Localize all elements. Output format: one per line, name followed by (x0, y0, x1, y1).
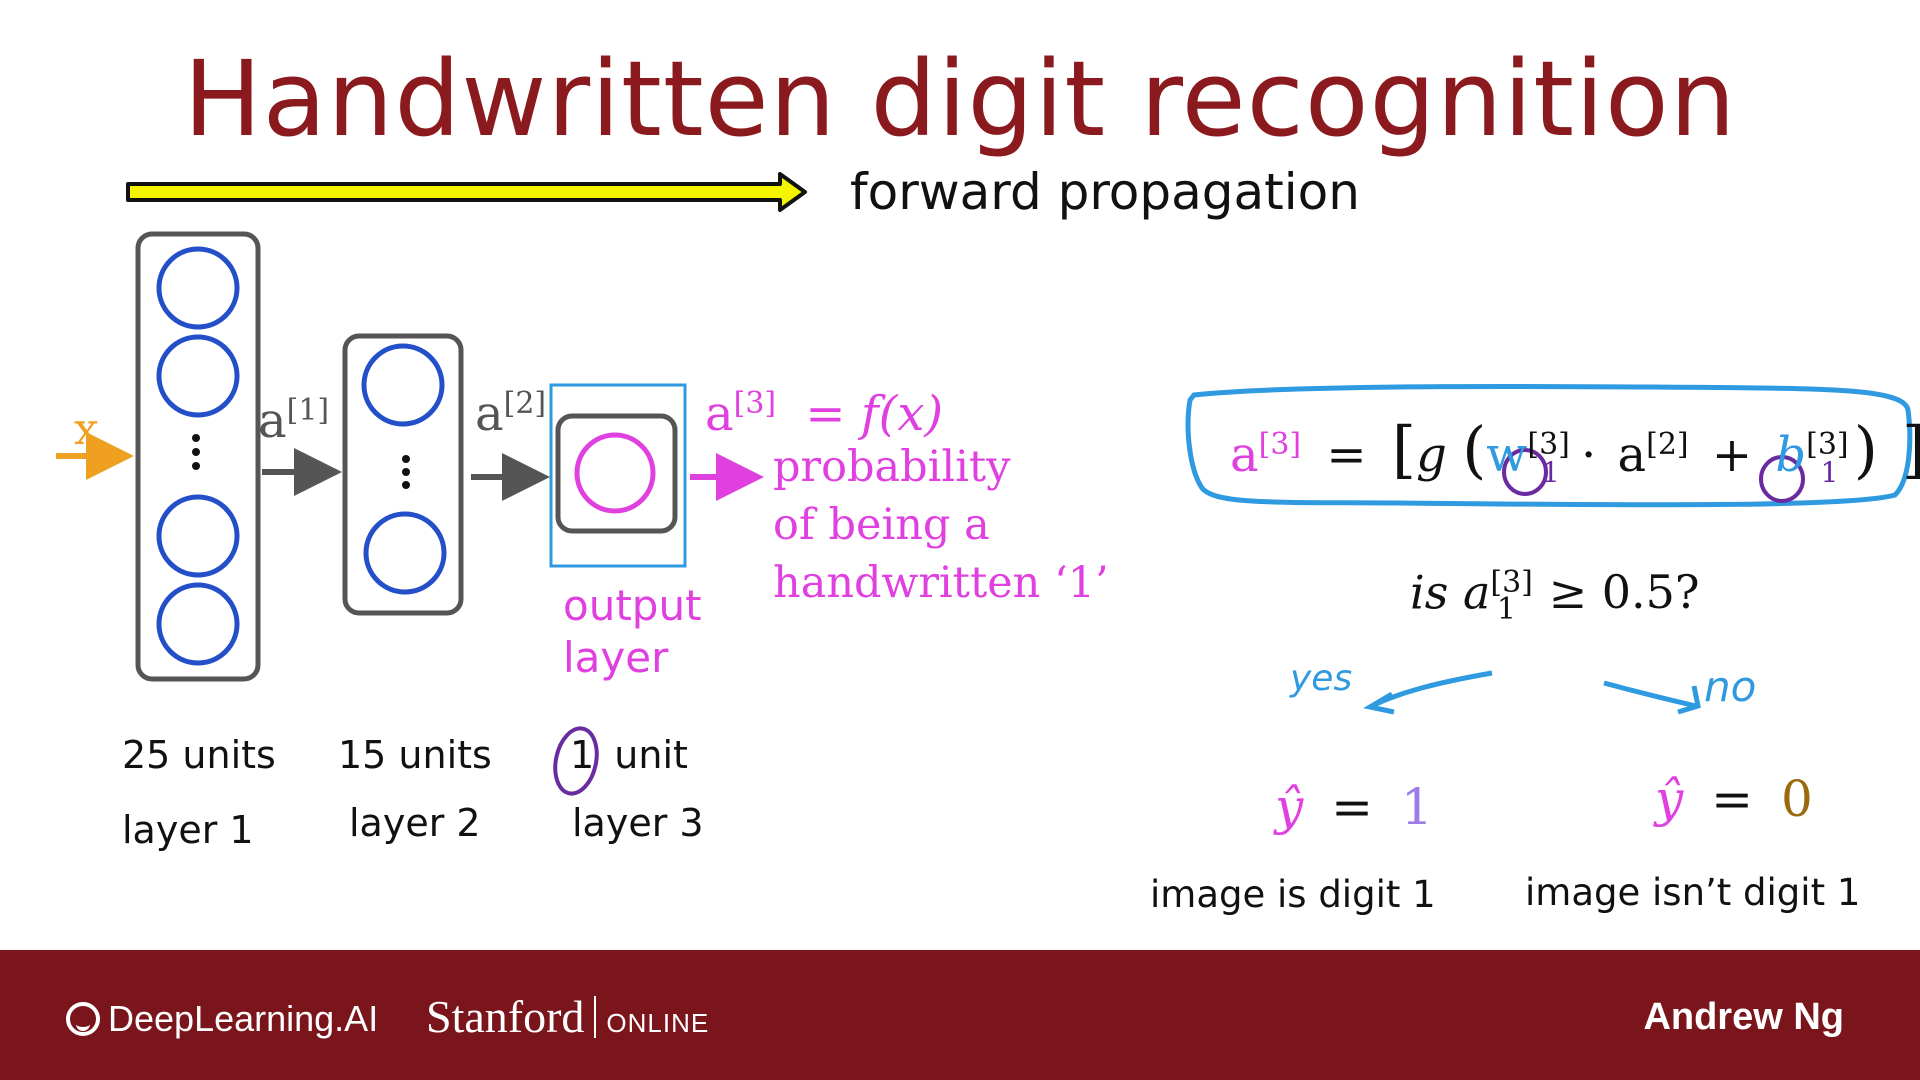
layer-3-units: 1 unit (570, 733, 688, 777)
prediction-one: ŷ = 1 (1275, 778, 1433, 836)
output-layer-label: output layer (563, 581, 702, 682)
deeplearning-ai-logo: DeepLearning.AI (66, 998, 378, 1040)
input-x-label: x (74, 404, 99, 455)
formula-annotation-outline (1185, 383, 1913, 508)
activation-formula: a[3] = [g (w[3]1 · a[2] + b[3]1 )] (1230, 413, 1920, 489)
one-unit-annotation-circle (553, 726, 599, 796)
caption-isnt-digit-1: image isn’t digit 1 (1525, 871, 1861, 914)
layer-1-units: 25 units (122, 733, 276, 777)
layer-1-name: layer 1 (122, 808, 254, 852)
no-arrowhead (1677, 685, 1701, 715)
footer-bar (0, 950, 1920, 1080)
a3-label: a[3] = f(x) (705, 386, 944, 442)
no-annotation: no (1704, 662, 1757, 711)
layer-2-neuron (363, 511, 447, 595)
layer-2-neuron (361, 343, 445, 427)
layer-1-neuron (156, 334, 240, 418)
layer-1-neuron (156, 494, 240, 578)
network-diagram (56, 172, 1913, 796)
layer-1-neuron (156, 582, 240, 666)
layer-3-name: layer 3 (572, 801, 704, 845)
a2-label: a[2] (475, 386, 547, 442)
yes-arrow (1370, 670, 1493, 709)
probability-description: probability of being a handwritten ‘1’ (773, 442, 1109, 608)
deeplearning-ai-icon (66, 1002, 100, 1036)
layer-2-name: layer 2 (349, 801, 481, 845)
no-arrow (1603, 680, 1697, 709)
layer-3-box (555, 413, 678, 534)
layer-2-box (342, 333, 464, 616)
layer-1-ellipsis (192, 434, 200, 470)
yes-annotation: yes (1290, 658, 1353, 699)
layer-2-ellipsis (402, 455, 410, 489)
forward-propagation-arrow (126, 172, 807, 212)
slide-title: Handwritten digit recognition (183, 38, 1737, 160)
forward-propagation-label: forward propagation (850, 163, 1360, 221)
layer-1-box (135, 231, 261, 682)
layer-1-neuron (156, 246, 240, 330)
a1-label: a[1] (258, 393, 330, 449)
caption-is-digit-1: image is digit 1 (1150, 873, 1436, 916)
yes-arrowhead (1363, 691, 1395, 715)
b-subscript-circle (1759, 455, 1805, 503)
w-subscript-circle (1502, 448, 1548, 496)
author-name: Andrew Ng (1643, 996, 1844, 1038)
threshold-question: is a[3]1 ≥ 0.5? (1410, 565, 1700, 627)
layer-2-units: 15 units (338, 733, 492, 777)
output-layer-highlight (549, 383, 687, 568)
prediction-zero: ŷ = 0 (1655, 770, 1813, 828)
layer-3-neuron (574, 432, 656, 514)
